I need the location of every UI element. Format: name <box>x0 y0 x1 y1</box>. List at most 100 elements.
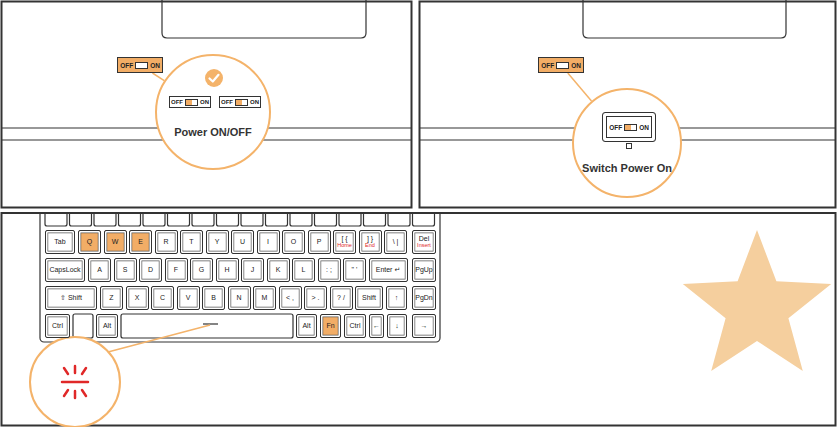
key-legend: W <box>112 238 119 245</box>
switch-detail: OFFON <box>602 112 656 142</box>
keyboard-key: P <box>308 230 331 254</box>
function-key <box>119 214 141 226</box>
keyboard-key: T <box>180 230 203 254</box>
keyboard-key: F <box>165 258 188 282</box>
switch-slider <box>185 99 198 106</box>
leader-line <box>108 325 210 352</box>
key-legend: C <box>160 294 165 301</box>
switch-slider <box>135 62 148 69</box>
key-legend: \ | <box>393 238 399 245</box>
key-legend: > . <box>312 294 320 301</box>
keyboard-key: G <box>190 258 213 282</box>
switch-label: ON <box>250 99 259 105</box>
keyboard-key: H <box>216 258 239 282</box>
switch-slider <box>235 99 248 106</box>
keyboard-key: " ' <box>343 258 366 282</box>
key-legend: : ; <box>326 266 332 273</box>
keyboard-key: M <box>253 286 276 310</box>
switch-label: OFF <box>221 99 233 105</box>
key-legend: ⇧ Shift <box>60 294 82 301</box>
secondary-legend: End <box>365 243 375 249</box>
switch-tick <box>626 143 632 149</box>
key-legend: L <box>302 266 306 273</box>
keyboard-key: E <box>129 230 152 254</box>
function-key <box>217 214 239 226</box>
key-legend: ↑ <box>395 294 399 301</box>
switch-label: ON <box>200 99 209 105</box>
key-legend: H <box>224 266 229 273</box>
function-key <box>94 214 116 226</box>
keyboard-key: : ; <box>318 258 341 282</box>
space-mark <box>203 323 218 324</box>
key-legend: S <box>123 266 128 273</box>
leader-line <box>568 73 592 101</box>
keyboard-key: X <box>126 286 149 310</box>
keyboard-key: I <box>257 230 280 254</box>
function-key <box>339 214 361 226</box>
keyboard-key: Ctrl <box>344 314 366 338</box>
function-key <box>45 214 67 226</box>
keyboard-frame <box>40 214 440 342</box>
key-legend: P <box>317 238 322 245</box>
keyboard-key: C <box>151 286 174 310</box>
function-key <box>192 214 214 226</box>
keyboard-key: Enter ↵ <box>369 258 408 282</box>
keyboard-key: B <box>202 286 225 310</box>
keyboard-key: < , <box>279 286 302 310</box>
key-legend: Ctrl <box>350 322 361 329</box>
key-legend: Ctrl <box>52 322 63 329</box>
switch-position: OFF ON <box>219 96 261 108</box>
power-switch: OFFON <box>117 57 163 73</box>
keyboard-key: A <box>88 258 111 282</box>
key-legend: M <box>262 294 268 301</box>
switch-slider <box>624 124 637 131</box>
keyboard-key: ↓ <box>387 314 407 338</box>
key-legend: PgUp <box>415 266 433 273</box>
panel-frame <box>420 2 836 208</box>
key-legend: X <box>135 294 140 301</box>
keyboard-key: ← <box>369 314 384 338</box>
keyboard-key: → <box>412 314 436 338</box>
key-legend: Enter ↵ <box>376 266 401 273</box>
keyboard-key: O <box>282 230 305 254</box>
callout-text: Switch Power On <box>574 162 680 174</box>
keyboard-key: CapsLock <box>45 258 85 282</box>
keyboard-key: \ | <box>384 230 407 254</box>
panel-frame <box>2 2 412 208</box>
check-mark <box>204 68 224 88</box>
key-legend: E <box>138 238 143 245</box>
key-legend: CapsLock <box>49 266 80 273</box>
keyboard-key: PgUp <box>412 258 436 282</box>
function-key <box>364 214 386 226</box>
keyboard-key: J <box>241 258 264 282</box>
callout-text: Power ON/OFF <box>157 126 269 138</box>
keyboard-key: Q <box>78 230 101 254</box>
key-legend: B <box>211 294 216 301</box>
keyboard-key: Shift <box>355 286 383 310</box>
callout-circle: Power ON/OFFOFFONOFFON <box>155 54 271 170</box>
key-legend: Q <box>87 238 92 245</box>
key-legend: V <box>186 294 191 301</box>
switch-label: OFF <box>120 62 133 69</box>
key-legend: F <box>174 266 178 273</box>
switch-slider <box>556 62 569 69</box>
key-legend: Alt <box>103 322 111 329</box>
keyboard-key: Tab <box>45 230 75 254</box>
keyboard-key: Fn <box>320 314 341 338</box>
keyboard-key: V <box>177 286 200 310</box>
function-key <box>143 214 165 226</box>
key-legend: Fn <box>326 322 334 329</box>
keyboard-key: D <box>139 258 162 282</box>
callout-circle: Switch Power On OFFON <box>572 88 682 198</box>
switch-label: ON <box>571 62 581 69</box>
key-legend: Alt <box>302 322 310 329</box>
key-legend: A <box>97 266 102 273</box>
key-legend: " ' <box>352 266 358 273</box>
switch-position: OFFON <box>169 96 211 108</box>
key-legend: G <box>199 266 204 273</box>
key-legend: ← <box>373 322 380 329</box>
key-legend: < , <box>286 294 294 301</box>
key-legend: K <box>276 266 281 273</box>
function-key <box>290 214 312 226</box>
function-key <box>70 214 92 226</box>
